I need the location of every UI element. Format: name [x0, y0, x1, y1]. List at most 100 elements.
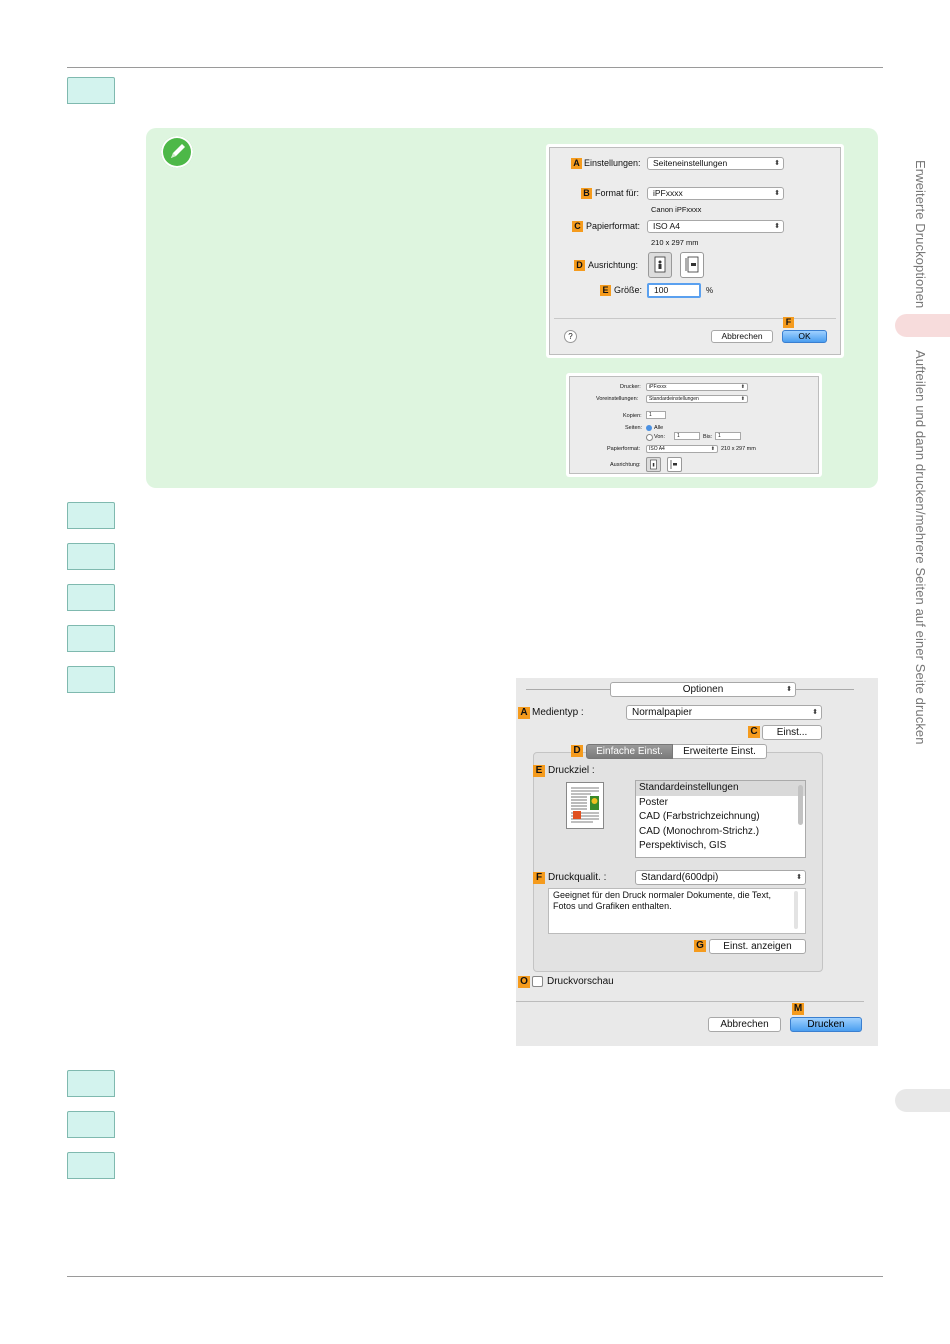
- paper-label: Papierformat:: [607, 446, 641, 452]
- callout-c: C: [572, 221, 583, 232]
- tab-simple[interactable]: Einfache Einst.: [586, 744, 673, 759]
- format-select[interactable]: iPFxxxx⬍: [647, 187, 784, 200]
- to-label: Bis:: [703, 434, 713, 440]
- step-marker: [67, 1111, 115, 1138]
- orientation-label: Ausrichtung:: [610, 462, 641, 468]
- media-settings-button[interactable]: Einst...: [762, 725, 822, 740]
- presets-select[interactable]: Standardeinstellungen⬍: [646, 395, 748, 403]
- callout-f: F: [783, 317, 794, 328]
- callout-a: A: [518, 707, 530, 719]
- media-select[interactable]: Normalpapier⬍: [626, 705, 822, 720]
- settings-label: Einstellungen:: [584, 158, 641, 168]
- callout-g: G: [694, 940, 706, 952]
- portrait-icon: [654, 256, 666, 273]
- show-settings-button[interactable]: Einst. anzeigen: [709, 939, 806, 954]
- callout-e: E: [533, 765, 545, 777]
- description-scrollbar: [794, 891, 798, 929]
- callout-c: C: [748, 726, 760, 738]
- updown-arrow-icon: ⬍: [774, 223, 780, 230]
- copies-input[interactable]: 1: [646, 411, 666, 419]
- paper-label: Papierformat:: [586, 221, 641, 231]
- step-marker: [67, 543, 115, 570]
- list-item[interactable]: Perspektivisch, GIS: [639, 840, 727, 851]
- callout-b: B: [581, 188, 592, 199]
- landscape-icon: [670, 460, 677, 469]
- callout-a: A: [571, 158, 582, 169]
- header-rule: [67, 67, 883, 68]
- step-marker: [67, 666, 115, 693]
- from-input[interactable]: 1: [674, 432, 700, 440]
- page-setup-dialog: A Einstellungen: Seiteneinstellungen⬍ B …: [549, 147, 841, 355]
- landscape-button[interactable]: [667, 457, 682, 472]
- step-marker: [67, 1152, 115, 1179]
- divider: [516, 1001, 864, 1002]
- landscape-button[interactable]: [680, 252, 704, 278]
- callout-e: E: [600, 285, 611, 296]
- updown-arrow-icon: ⬍: [774, 160, 780, 167]
- radio-all[interactable]: [646, 425, 652, 431]
- copies-label: Kopien:: [623, 413, 642, 419]
- to-input[interactable]: 1: [715, 432, 741, 440]
- divider: [554, 318, 836, 319]
- list-item[interactable]: CAD (Farbstrichzeichnung): [639, 811, 760, 822]
- format-sub: Canon iPFxxxx: [651, 205, 702, 214]
- note-pencil-icon: [161, 136, 193, 168]
- page-tab-marker: [895, 1089, 950, 1112]
- print-dialog-small: Drucker: iPFxxxx⬍ Voreinstellungen: Stan…: [569, 376, 819, 474]
- paper-sub: 210 x 297 mm: [651, 238, 699, 247]
- radio-all-label: Alle: [654, 425, 664, 431]
- callout-m: M: [792, 1003, 804, 1015]
- step-marker: [67, 625, 115, 652]
- paper-select[interactable]: ISO A4⬍: [646, 445, 718, 453]
- cancel-button[interactable]: Abbrechen: [711, 330, 773, 343]
- ok-button[interactable]: OK: [782, 330, 827, 343]
- paper-size: 210 x 297 mm: [721, 446, 756, 452]
- quality-label: Druckqualit. :: [548, 872, 607, 883]
- quality-description: Geeignet für den Druck normaler Dokument…: [548, 888, 806, 934]
- callout-f: F: [533, 872, 545, 884]
- options-menu[interactable]: Optionen⬍: [610, 682, 796, 697]
- list-item[interactable]: CAD (Monochrom-Strichz.): [639, 825, 760, 837]
- updown-arrow-icon: ⬍: [796, 874, 802, 881]
- paper-select[interactable]: ISO A4⬍: [647, 220, 784, 233]
- callout-d: D: [571, 745, 583, 757]
- printer-label: Drucker:: [620, 384, 641, 390]
- settings-select[interactable]: Seiteneinstellungen⬍: [647, 157, 784, 170]
- list-item[interactable]: Standardeinstellungen: [636, 781, 805, 796]
- scale-input[interactable]: 100: [647, 283, 701, 298]
- presets-label: Voreinstellungen:: [596, 396, 639, 402]
- help-button[interactable]: ?: [564, 330, 577, 343]
- print-button[interactable]: Drucken: [790, 1017, 862, 1032]
- preview-checkbox[interactable]: [532, 976, 543, 987]
- footer-rule: [67, 1276, 883, 1277]
- tab-advanced[interactable]: Erweiterte Einst.: [673, 744, 767, 759]
- updown-arrow-icon: ⬍: [774, 190, 780, 197]
- cancel-button[interactable]: Abbrechen: [708, 1017, 781, 1032]
- target-list[interactable]: Standardeinstellungen Poster CAD (Farbst…: [635, 780, 806, 858]
- media-label: Medientyp :: [532, 707, 584, 718]
- updown-arrow-icon: ⬍: [740, 396, 745, 402]
- preview-label: Druckvorschau: [547, 976, 614, 987]
- list-scrollbar[interactable]: [798, 785, 803, 825]
- list-item[interactable]: Poster: [639, 796, 668, 808]
- scale-unit: %: [706, 286, 714, 295]
- radio-from[interactable]: [646, 434, 653, 441]
- printer-select[interactable]: iPFxxxx⬍: [646, 383, 748, 391]
- callout-o: O: [518, 976, 530, 988]
- document-preview-icon: [566, 782, 604, 829]
- orientation-label: Ausrichtung:: [588, 260, 639, 270]
- format-label: Format für:: [595, 188, 640, 198]
- from-label: Von:: [654, 434, 666, 440]
- pages-label: Seiten:: [625, 425, 643, 431]
- updown-arrow-icon: ⬍: [812, 709, 818, 716]
- updown-arrow-icon: ⬍: [710, 446, 715, 452]
- portrait-button[interactable]: [648, 252, 672, 278]
- scale-label: Größe:: [614, 285, 643, 295]
- portrait-button[interactable]: [646, 457, 661, 472]
- target-label: Druckziel :: [548, 765, 595, 776]
- step-marker: [67, 1070, 115, 1097]
- sidebar-chapter: Erweiterte Druckoptionen: [913, 160, 928, 309]
- quality-select[interactable]: Standard(600dpi)⬍: [635, 870, 806, 885]
- step-marker: [67, 502, 115, 529]
- options-dialog: Optionen⬍ A Medientyp : Normalpapier⬍ C …: [516, 678, 878, 1046]
